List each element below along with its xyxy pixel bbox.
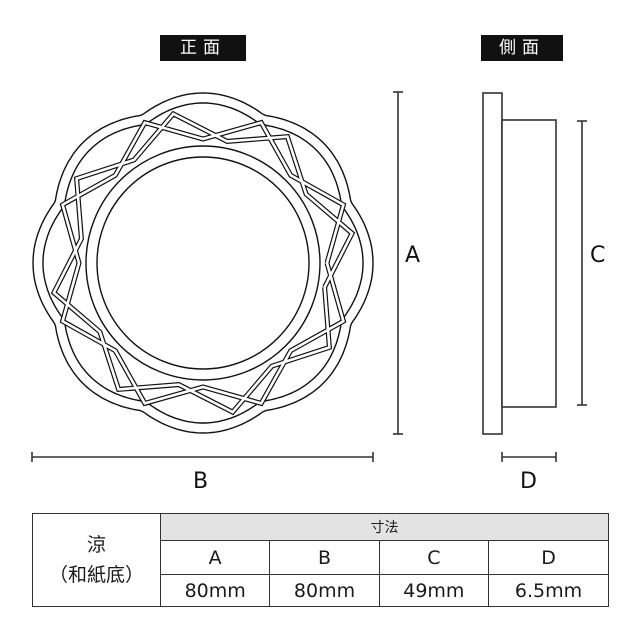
column-header-b: B: [269, 540, 380, 575]
spec-table: 涼 （和紙底） 寸法 A B C D 80mm 80mm 49mm 6.5mm: [32, 513, 609, 607]
dimension-label-a: A: [405, 243, 421, 268]
front-view-label: 正面: [160, 35, 246, 61]
side-view-label: 側面: [481, 35, 563, 61]
value-a: 80mm: [159, 574, 271, 607]
dimension-line-c: [577, 120, 587, 406]
value-b: 80mm: [269, 574, 380, 607]
side-view-profile: [482, 92, 557, 435]
column-header-a: A: [159, 540, 271, 575]
dimension-line-a: [393, 91, 403, 435]
value-d: 6.5mm: [488, 574, 609, 607]
value-c: 49mm: [378, 574, 490, 607]
dimensions-header: 寸法: [160, 513, 609, 541]
technical-drawing: [31, 91, 587, 462]
front-view-ring: [32, 92, 374, 434]
dimension-label-c: C: [590, 243, 606, 268]
dimension-line-d: [501, 452, 557, 462]
dimension-label-b: B: [193, 469, 209, 494]
product-name-cell: 涼 （和紙底）: [32, 513, 161, 607]
product-name: 涼: [86, 534, 106, 556]
dimension-label-d: D: [520, 469, 537, 494]
product-subname: （和紙底）: [48, 564, 144, 586]
dimension-line-b: [31, 452, 374, 462]
column-header-c: C: [378, 540, 490, 575]
column-header-d: D: [488, 540, 609, 575]
